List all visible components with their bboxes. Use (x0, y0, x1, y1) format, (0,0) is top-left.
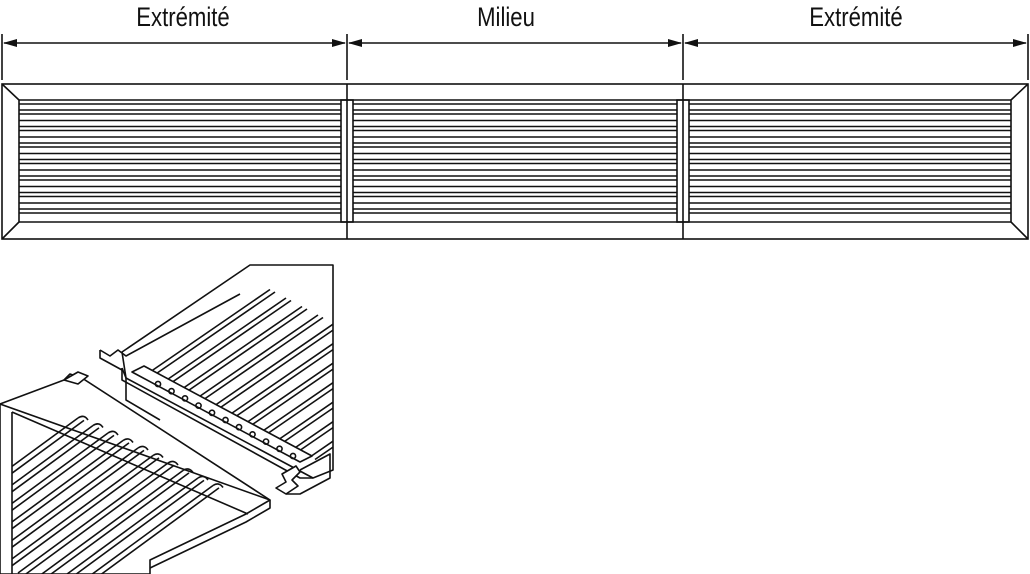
slat-line (75, 479, 205, 574)
slat-line (309, 440, 334, 458)
slat-line (165, 297, 287, 382)
slat-line (11, 439, 124, 523)
joint-detail-isometric (0, 264, 334, 574)
rivet (168, 387, 175, 395)
rivet (289, 452, 297, 460)
slat-line (11, 424, 94, 486)
slat-line (11, 432, 109, 505)
slat-line (66, 477, 199, 574)
rivet (154, 380, 162, 388)
label-end-right: Extrémité (809, 2, 903, 32)
slat-line (202, 316, 324, 401)
slat-line (277, 401, 334, 441)
slat-line (218, 329, 334, 410)
slat-line (245, 362, 334, 424)
slat-line (298, 426, 334, 452)
rivet (222, 416, 229, 424)
slat-tip (92, 423, 104, 428)
slat-line (149, 288, 271, 373)
slat-tip (182, 468, 194, 473)
slat-line (50, 472, 190, 574)
slat-line (197, 314, 319, 399)
slat-line (282, 407, 334, 444)
slat-line (154, 291, 276, 376)
slat-line (234, 348, 334, 418)
slat-tip (167, 460, 179, 466)
rivet (208, 409, 216, 417)
slat-line (11, 427, 100, 493)
slat-line (11, 447, 139, 542)
slat-line (186, 308, 308, 393)
slat-line (11, 419, 85, 474)
label-end-left: Extrémité (136, 2, 230, 32)
slat-line (11, 449, 145, 548)
slat-line (314, 446, 334, 461)
grille-front-view (1, 83, 1029, 240)
slat-tip (152, 453, 164, 458)
rivet (249, 430, 256, 438)
slat-line (11, 442, 130, 530)
slat-line (91, 484, 214, 574)
slat-tip (137, 445, 149, 451)
slat-line (11, 434, 115, 511)
slat-tip (77, 415, 89, 421)
slat-tip (212, 483, 224, 488)
slat-line (11, 454, 154, 560)
rivet (276, 445, 283, 453)
slat-line (11, 457, 160, 567)
slat-line (170, 299, 292, 384)
slat-line (229, 343, 334, 416)
slat-line (101, 487, 220, 574)
slat-line (181, 305, 303, 390)
slat-line (41, 469, 184, 574)
rivet (262, 438, 270, 445)
slat-line (266, 387, 334, 435)
slat-tip (197, 475, 209, 481)
rivet (195, 402, 202, 409)
dimension-lines (1, 34, 1029, 80)
rivet (235, 423, 243, 431)
slat-line (11, 417, 79, 468)
slat-line (293, 421, 334, 450)
slat-line (17, 462, 169, 574)
slat-tip (107, 430, 119, 436)
slat-line (261, 382, 334, 433)
slat-line (213, 323, 334, 407)
label-middle: Milieu (477, 2, 535, 32)
slat-line (25, 464, 175, 574)
slat-tip (122, 438, 134, 443)
slat-line (250, 368, 334, 427)
rivet (181, 394, 189, 402)
